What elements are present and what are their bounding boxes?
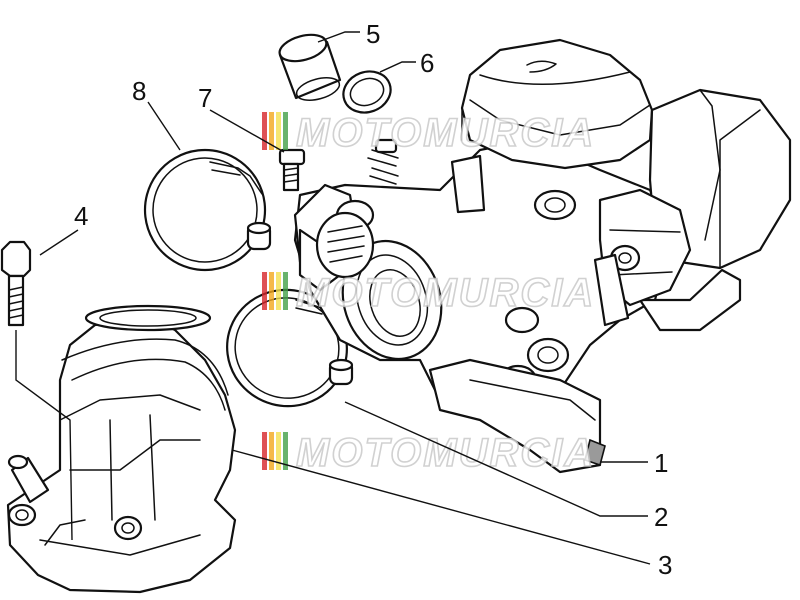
carburettor bbox=[293, 38, 792, 474]
watermark-stripe bbox=[276, 272, 281, 310]
watermark-stripe bbox=[269, 112, 274, 150]
watermark-stripe bbox=[276, 112, 281, 150]
watermark-stripe bbox=[283, 112, 288, 150]
callout-8: 8 bbox=[132, 76, 146, 106]
short-screw bbox=[278, 148, 306, 192]
watermark-logo: MOTOMURCIA bbox=[262, 110, 595, 156]
watermark-stripe bbox=[262, 112, 267, 150]
sleeve bbox=[278, 33, 342, 101]
callout-labels: 1 2 3 4 5 6 7 8 bbox=[74, 19, 672, 580]
watermark-stripe bbox=[269, 272, 274, 310]
watermark-stripe bbox=[283, 272, 288, 310]
leader-3 bbox=[231, 449, 651, 565]
intake-manifold bbox=[6, 304, 237, 594]
callout-6: 6 bbox=[420, 48, 434, 78]
leader-4 bbox=[15, 229, 79, 541]
watermark-stripe bbox=[262, 432, 267, 470]
hose-clamp-upper bbox=[143, 148, 272, 272]
callout-5: 5 bbox=[366, 19, 380, 49]
leader-8 bbox=[147, 101, 181, 151]
hose-clamp-lower bbox=[226, 288, 354, 408]
ring-seal bbox=[342, 70, 392, 114]
callout-7: 7 bbox=[198, 83, 212, 113]
watermark-logo: MOTOMURCIA bbox=[262, 430, 595, 476]
leader-2 bbox=[344, 401, 648, 517]
watermark-logo: MOTOMURCIA bbox=[262, 270, 595, 316]
callout-3: 3 bbox=[658, 550, 672, 580]
watermark-text: MOTOMURCIA bbox=[296, 271, 595, 315]
watermark-stripe bbox=[262, 272, 267, 310]
watermark-stripe bbox=[283, 432, 288, 470]
leader-5 bbox=[317, 31, 360, 43]
watermark: MOTOMURCIA MOTOMURCIA MOTOMURCIA bbox=[262, 110, 595, 476]
watermark-stripe bbox=[276, 432, 281, 470]
callout-2: 2 bbox=[654, 502, 668, 532]
leader-6 bbox=[379, 61, 416, 73]
watermark-text: MOTOMURCIA bbox=[296, 111, 595, 155]
leader-7 bbox=[209, 109, 285, 153]
watermark-stripe bbox=[269, 432, 274, 470]
callout-1: 1 bbox=[654, 448, 668, 478]
long-bolt bbox=[0, 240, 32, 327]
callout-4: 4 bbox=[74, 201, 88, 231]
leader-lines bbox=[15, 31, 651, 565]
watermark-text: MOTOMURCIA bbox=[296, 431, 595, 475]
